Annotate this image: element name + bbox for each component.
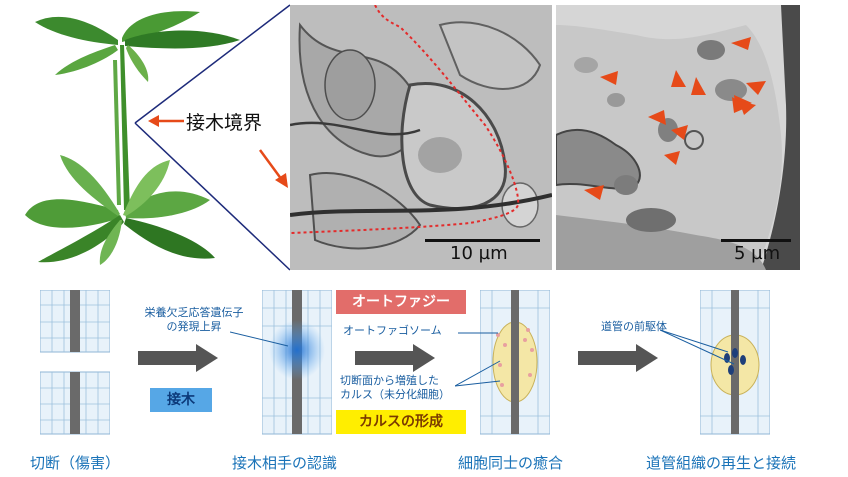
annotation-stress-genes-line1: 栄養欠乏応答遺伝子	[144, 306, 244, 319]
stage-label-xylem: 道管組織の再生と接続	[646, 454, 797, 472]
annotation-callus-line1: 切断面から増殖した	[340, 374, 439, 387]
progress-arrow-2	[355, 344, 435, 372]
annotation-stress-genes-line2: の発現上昇	[166, 320, 222, 333]
annotation-xylem-precursor: 道管の前駆体	[601, 320, 667, 333]
graft-boundary-label: 接木境界	[186, 112, 263, 134]
xylem-pointer	[660, 329, 735, 365]
stage3-fusion	[480, 290, 550, 435]
callus-pointer	[455, 360, 501, 387]
scale-bar-left	[425, 239, 540, 242]
annotation-stress-genes: 栄養欠乏応答遺伝子 の発現上昇	[138, 306, 250, 334]
autophagosome-pointer	[458, 332, 498, 334]
graft-boundary-arrow	[148, 115, 184, 127]
badge-autophagy: オートファジー	[336, 290, 466, 314]
plant-illustration	[25, 11, 240, 265]
stage-label-cut: 切断（傷害）	[30, 454, 121, 472]
progress-arrow-3	[578, 344, 658, 372]
annotation-autophagosome: オートファゴソーム	[343, 324, 442, 337]
annotation-callus-line2: カルス（未分化細胞）	[340, 388, 450, 401]
scale-label-left: 10 µm	[450, 243, 508, 264]
scale-bar-right	[721, 239, 791, 242]
stage2-recognition	[262, 290, 332, 435]
badge-grafting: 接木	[150, 388, 212, 412]
em-right-texture	[556, 5, 800, 270]
em-left-texture	[290, 5, 552, 270]
scale-label-right: 5 µm	[734, 243, 781, 264]
stage4-xylem	[700, 290, 770, 435]
progress-arrow-1	[138, 344, 218, 372]
em-micrograph-left: 10 µm	[290, 5, 552, 270]
stage-label-recognition: 接木相手の認識	[232, 454, 338, 472]
stress-gene-pointer	[230, 331, 289, 347]
badge-callus-formation: カルスの形成	[336, 410, 466, 434]
annotation-callus: 切断面から増殖した カルス（未分化細胞）	[340, 374, 450, 402]
stage1-cut-stem	[40, 290, 110, 435]
em-micrograph-right: 5 µm	[556, 5, 800, 270]
boundary-pointer-arrow	[258, 149, 288, 188]
zoom-frame-lines	[134, 4, 291, 271]
autophagosome-markers	[584, 37, 766, 200]
stage-label-fusion: 細胞同士の癒合	[458, 454, 564, 472]
